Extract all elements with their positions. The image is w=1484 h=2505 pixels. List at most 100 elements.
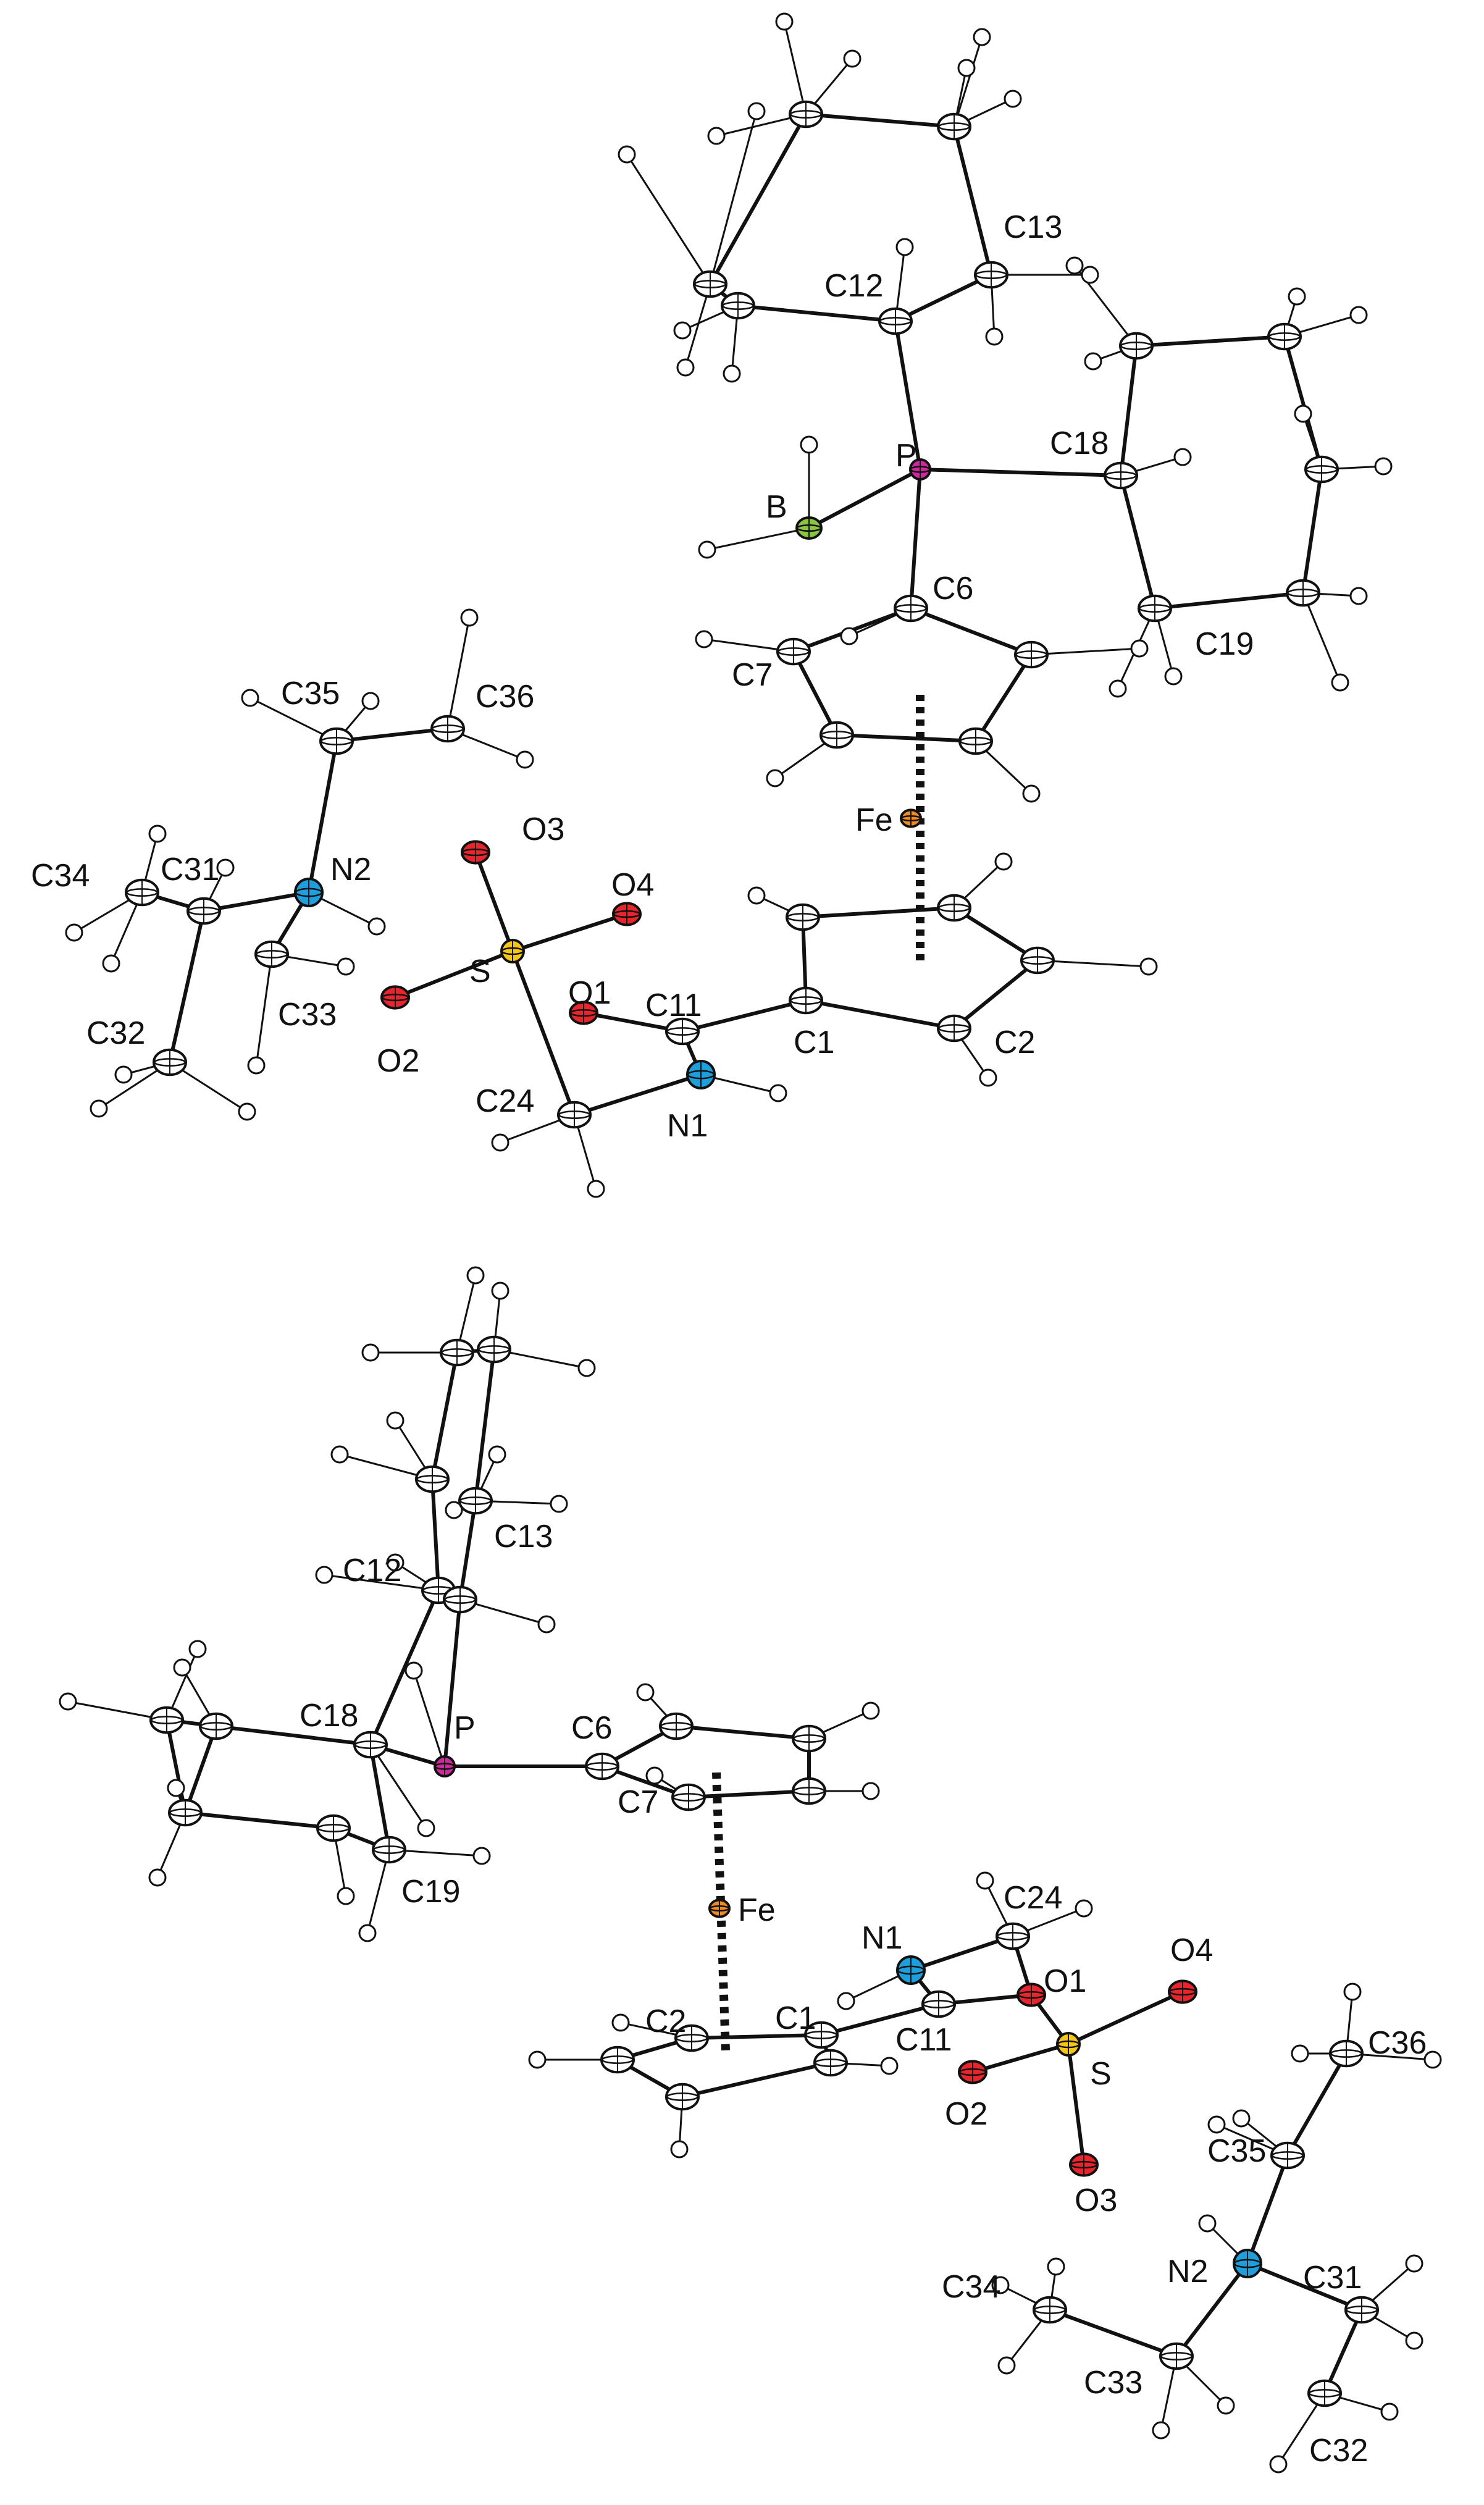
upper-atom-n1 (686, 1060, 716, 1089)
lower-atom-cpa (659, 1712, 694, 1740)
upper-bond-C19-C18 (1119, 474, 1157, 610)
upper-atom-cp4 (958, 727, 993, 755)
lower-bond-cpc-C7 (687, 1789, 811, 1799)
lower-label-c33: C33 (1084, 2365, 1142, 2401)
lower-atom-c36 (1329, 2039, 1364, 2068)
lower-hydrogen-atom (636, 1683, 655, 1701)
upper-bond-C1-cpa (801, 915, 808, 1002)
upper-hydrogen-atom (1349, 306, 1368, 324)
upper-h-bond (953, 36, 983, 128)
lower-atom-c31 (1344, 2296, 1379, 2324)
lower-label-c7: C7 (618, 1784, 658, 1820)
upper-hydrogen-atom (114, 1065, 133, 1084)
lower-hydrogen-atom (1207, 2115, 1226, 2134)
upper-label-fe: Fe (855, 802, 893, 838)
lower-hydrogen-atom (1380, 2402, 1399, 2421)
upper-atom-c12 (878, 307, 913, 335)
upper-label-s: S (469, 954, 491, 989)
upper-bond-cpb-cpc (952, 906, 1039, 962)
lower-atom-c2 (674, 2024, 709, 2052)
lower-hydrogen-atom (59, 1692, 77, 1711)
upper-bond-C2-C1 (804, 999, 956, 1030)
upper-hydrogen-atom (1109, 679, 1127, 698)
lower-hydrogen-atom (537, 1615, 556, 1634)
lower-hydrogen-atom (330, 1445, 349, 1464)
lower-bond-N2-C33 (1175, 2262, 1249, 2358)
lower-bond-S-O2 (971, 2042, 1070, 2074)
lower-hydrogen-atom (550, 1495, 568, 1513)
upper-bond-ch3-C13 (952, 125, 993, 277)
upper-atom-ch9 (1267, 322, 1302, 351)
lower-atom-c13 (458, 1487, 493, 1515)
lower-atom-cy3 (168, 1798, 203, 1827)
upper-label-c36: C36 (476, 679, 534, 715)
lower-hydrogen-atom (861, 1701, 880, 1720)
lower-hydrogen-atom (611, 2013, 630, 2032)
lower-atom-ch6 (443, 1585, 477, 1614)
upper-label-c34: C34 (31, 858, 90, 894)
upper-hydrogen-atom (1004, 90, 1022, 108)
upper-atom-ch2 (789, 100, 823, 128)
lower-label-c18: C18 (300, 1698, 358, 1734)
lower-hydrogen-atom (361, 1343, 380, 1362)
lower-label-c6: C6 (571, 1710, 612, 1746)
lower-atom-ch3 (415, 1465, 450, 1493)
upper-atom-c33 (254, 940, 289, 968)
upper-label-n1: N1 (667, 1108, 708, 1144)
upper-hydrogen-atom (238, 1102, 256, 1121)
upper-label-o1: O1 (568, 975, 611, 1011)
lower-bond-C33-C34 (1048, 2308, 1178, 2358)
upper-hydrogen-atom (957, 59, 976, 77)
upper-label-c6: C6 (933, 571, 973, 606)
upper-atom-c11 (665, 1017, 700, 1046)
upper-h-bond (684, 283, 711, 369)
lower-bond-ct2-C13 (474, 1348, 496, 1503)
lower-hydrogen-atom (1405, 2331, 1423, 2350)
lower-label-o3: O3 (1075, 2183, 1117, 2218)
upper-hydrogen-atom (1294, 405, 1312, 423)
upper-atom-cp3 (820, 721, 854, 749)
upper-label-c35: C35 (281, 676, 340, 711)
upper-atom-cpb (937, 894, 971, 922)
upper-hydrogen-atom (587, 1180, 605, 1198)
upper-bond-cpa-cpb (801, 906, 956, 919)
upper-label-c19: C19 (1195, 626, 1254, 662)
upper-hydrogen-atom (90, 1099, 108, 1118)
lower-hydrogen-atom (997, 2356, 1016, 2375)
lower-label-c12: C12 (343, 1553, 401, 1588)
upper-atom-ch11 (1286, 579, 1320, 607)
lower-hydrogen-atom (315, 1566, 333, 1584)
upper-hydrogen-atom (673, 321, 692, 340)
lower-atom-cpd (813, 2049, 848, 2077)
upper-atom-ch6 (721, 292, 755, 320)
lower-atom-c24 (996, 1922, 1030, 1950)
upper-bond-C13-C12 (894, 273, 993, 323)
lower-hydrogen-atom (976, 1871, 994, 1890)
upper-hydrogen-atom (247, 1056, 266, 1075)
upper-hydrogen-atom (707, 127, 726, 145)
upper-bond-S-O4 (511, 912, 629, 953)
lower-hydrogen-atom (1269, 2455, 1288, 2474)
lower-atom-c11 (921, 1990, 956, 2018)
upper-bond-cp3-cp4 (835, 733, 978, 743)
upper-bond-C35-C36 (335, 727, 450, 743)
lower-bond-C13-ch6 (458, 1499, 477, 1601)
lower-hydrogen-atom (466, 1266, 485, 1285)
upper-bond-C12-ch6 (736, 304, 897, 323)
upper-bond-ch8-ch9 (1134, 335, 1286, 348)
lower-h-bond (413, 1669, 446, 1768)
upper-hydrogen-atom (216, 858, 235, 877)
lower-hydrogen-atom (188, 1640, 207, 1658)
upper-label-c13: C13 (1004, 209, 1062, 245)
lower-label-p: P (454, 1710, 476, 1746)
lower-bond-ct1-ch3 (430, 1351, 459, 1481)
lower-atom-fe (708, 1899, 731, 1918)
upper-bond-S-O3 (474, 850, 514, 953)
upper-hydrogen-atom (460, 608, 479, 627)
lower-atom-cpb (792, 1724, 826, 1753)
upper-hydrogen-atom (1164, 667, 1183, 686)
lower-label-c36: C36 (1368, 2025, 1427, 2061)
upper-hydrogen-atom (102, 954, 120, 973)
lower-hydrogen-atom (358, 1924, 377, 1942)
